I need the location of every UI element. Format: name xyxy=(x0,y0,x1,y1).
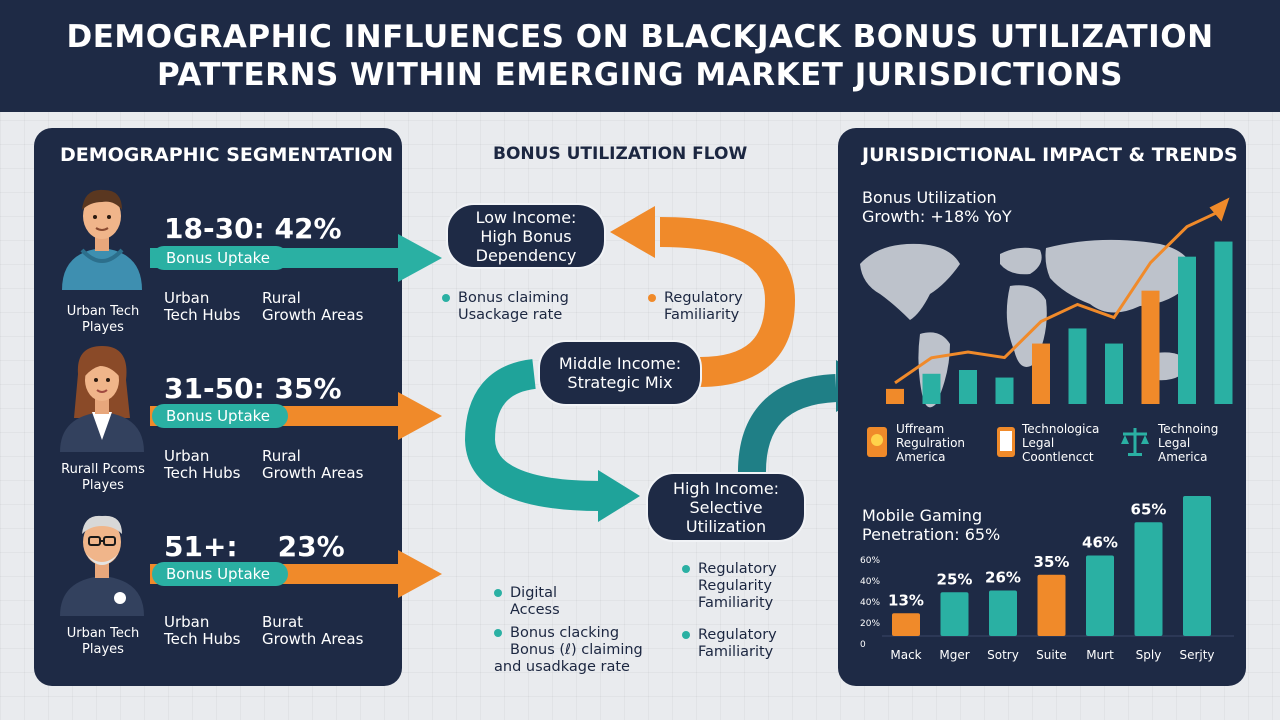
flow-bullet-list-item: Bonus clacking Bonus (ℓ) claiming and us… xyxy=(494,625,643,675)
bar-value-label: 13% xyxy=(888,591,924,609)
growth-bar xyxy=(886,388,904,404)
mobile-bar xyxy=(892,613,920,636)
page-title-line-1: DEMOGRAPHIC INFLUENCES ON BLACKJACK BONU… xyxy=(66,19,1214,55)
bar-value-label: 25% xyxy=(937,570,973,588)
mobile-bar xyxy=(1086,555,1114,636)
mobile-bar xyxy=(1134,522,1163,636)
flow-bullet-list-item: Bonus claiming Usackage rate xyxy=(442,290,569,324)
bar-value-label: 46% xyxy=(1082,534,1118,552)
flow-bullet-list-item: Regulatory Familiarity xyxy=(648,290,743,324)
flow-title: BONUS UTILIZATION FLOW xyxy=(493,144,748,164)
middle-income-node: Middle Income:Strategic Mix xyxy=(538,340,702,406)
flow-bullet-list-item: Digital Access xyxy=(494,585,560,619)
growth-label: Bonus Utilization Growth: +18% YoY xyxy=(862,188,1012,226)
flow-bullet-list-item: Regulatory Regularity Familiarity xyxy=(682,561,777,612)
trend-line xyxy=(894,208,1225,385)
segment-31-50-stat: 31-50: 35% xyxy=(164,372,342,405)
bar-value-label: +5% xyxy=(1178,488,1216,492)
mobile-bar xyxy=(1183,496,1211,636)
growth-bar xyxy=(1141,290,1160,404)
mobile-bar xyxy=(940,592,969,636)
y-tick: 0 xyxy=(860,640,866,650)
woman-avatar-icon xyxy=(60,346,144,452)
orange-arrow-icon xyxy=(150,392,442,440)
mobile-phone-icon xyxy=(997,427,1015,457)
bar-value-label: 26% xyxy=(985,569,1021,587)
segment-18-30-stat: 18-30: 42% xyxy=(164,212,342,245)
category-label: Murt xyxy=(1086,648,1114,662)
bar-value-label: 65% xyxy=(1131,500,1167,518)
segment-51-plus-stat: 51+:23% xyxy=(164,530,345,563)
trend-arrow-icon xyxy=(1209,197,1230,222)
category-label: Serjty xyxy=(1179,648,1215,662)
older-man-avatar-icon xyxy=(60,515,144,616)
jurisdiction-panel-title: JURISDICTIONAL IMPACT & TRENDS xyxy=(862,144,1238,166)
growth-bar xyxy=(1068,328,1087,404)
y-tick: 60% xyxy=(860,556,881,566)
growth-bar xyxy=(1105,343,1123,404)
y-tick: 40% xyxy=(860,577,881,587)
category-label: Sotry xyxy=(987,648,1019,662)
category-label: Mger xyxy=(939,648,970,662)
category-label: Mack xyxy=(890,648,922,662)
avatar-caption: Rurall Pcoms Playes xyxy=(61,462,145,493)
demographic-panel-title: DEMOGRAPHIC SEGMENTATION xyxy=(60,144,394,166)
y-tick: 20% xyxy=(860,619,881,629)
bonus-uptake-badge: Bonus Uptake xyxy=(152,562,288,586)
mobile-penetration-label: Mobile Gaming Penetration: 65% xyxy=(862,506,1001,544)
mobile-bar xyxy=(1037,574,1066,636)
growth-bar xyxy=(995,377,1014,404)
jurisdiction-panel: JURISDICTIONAL IMPACT & TRENDS Bonus Uti… xyxy=(838,128,1246,686)
growth-bar xyxy=(959,370,977,404)
coin-phone-icon xyxy=(867,427,887,457)
page-title-line-2: PATTERNS WITHIN EMERGING MARKET JURISDIC… xyxy=(156,57,1123,93)
growth-bar-chart xyxy=(886,197,1233,404)
growth-bar xyxy=(922,373,941,404)
avatar-caption: Urban Tech Playes xyxy=(66,626,140,657)
category-label: Suite xyxy=(1036,648,1067,662)
growth-bar xyxy=(1214,241,1233,404)
mobile-bar xyxy=(989,590,1017,636)
young-man-avatar-icon xyxy=(62,189,142,290)
scales-icon xyxy=(1121,428,1149,456)
category-label: Sply xyxy=(1135,648,1162,662)
page-header: DEMOGRAPHIC INFLUENCES ON BLACKJACK BONU… xyxy=(0,0,1280,112)
avatar-caption: Urban Tech Playes xyxy=(66,304,140,335)
bonus-uptake-badge: Bonus Uptake xyxy=(152,404,288,428)
growth-bar xyxy=(1178,256,1196,404)
flow-bullet-list-item: Regulatory Familiarity xyxy=(682,627,777,661)
y-tick: 40% xyxy=(860,598,881,608)
bar-value-label: 35% xyxy=(1034,553,1070,571)
orange-arrow-icon xyxy=(150,550,442,598)
growth-bar xyxy=(1032,343,1050,404)
teal-arrow-icon xyxy=(150,234,442,282)
bonus-uptake-badge: Bonus Uptake xyxy=(152,246,288,270)
mobile-bar-chart: 13% 25% 26% 35% 46% 65% +5% xyxy=(882,488,1234,637)
demographic-panel: DEMOGRAPHIC SEGMENTATION Urban Tech Play… xyxy=(34,128,442,686)
